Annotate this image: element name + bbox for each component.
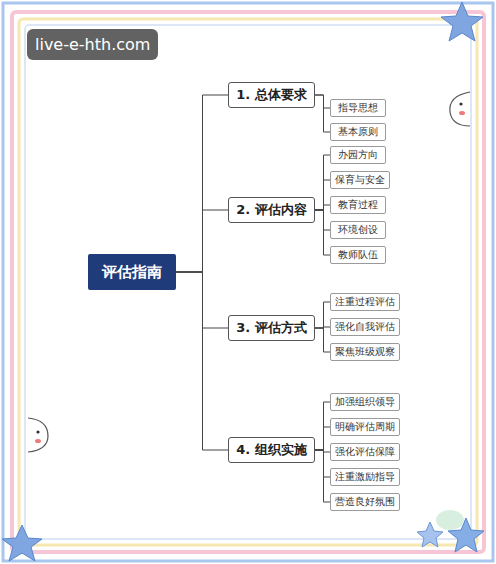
node-text: 强化自我评估: [335, 320, 395, 334]
item-box: 指导思想: [330, 99, 386, 117]
item-box: 环境创设: [330, 221, 386, 239]
item-box: 强化自我评估: [330, 318, 400, 336]
item-box: 办园方向: [330, 146, 386, 164]
connector: [176, 210, 228, 272]
item-box: 保育与安全: [330, 171, 390, 189]
connector: [315, 205, 330, 210]
node-text: 强化评估保障: [335, 445, 395, 459]
connector: [315, 302, 330, 328]
node-text: 注重激励指导: [335, 470, 395, 484]
connector: [315, 210, 330, 255]
category-box: 4. 组织实施: [228, 437, 315, 463]
connector: [315, 427, 330, 450]
pink-border: [12, 12, 484, 552]
connector: [315, 180, 330, 210]
cute-face: [450, 92, 470, 126]
node-text: 环境创设: [338, 223, 378, 237]
node-text: 教师队伍: [338, 248, 378, 262]
connector: [176, 95, 228, 272]
cute-face: [28, 418, 48, 452]
node-text: 1. 总体要求: [236, 86, 307, 104]
category-box: 3. 评估方式: [228, 315, 315, 341]
node-text: 2. 评估内容: [236, 201, 307, 219]
connector: [315, 450, 330, 477]
root-box: 评估指南: [88, 254, 176, 290]
node-text: 保育与安全: [335, 173, 385, 187]
item-box: 强化评估保障: [330, 443, 400, 461]
node-text: 聚焦班级观察: [335, 345, 395, 359]
yellow-border: [19, 19, 477, 545]
node-text: 指导思想: [338, 101, 378, 115]
node-text: 基本原则: [338, 125, 378, 139]
item-box: 明确评估周期: [330, 418, 400, 436]
node-text: 4. 组织实施: [236, 441, 307, 459]
outer-border: [3, 3, 493, 561]
connector: [315, 210, 330, 230]
watermark: live-e-hth.com: [27, 29, 158, 60]
node-text: 明确评估周期: [335, 420, 395, 434]
category-box: 2. 评估内容: [228, 197, 315, 223]
connector: [315, 155, 330, 210]
item-box: 聚焦班级观察: [330, 343, 400, 361]
connector: [315, 402, 330, 450]
connector: [315, 95, 330, 132]
node-text: 营造良好氛围: [335, 495, 395, 509]
node-text: 3. 评估方式: [236, 319, 307, 337]
node-text: 评估指南: [102, 263, 162, 282]
node-text: 加强组织领导: [335, 395, 395, 409]
connector: [315, 328, 330, 352]
item-box: 注重激励指导: [330, 468, 400, 486]
node-text: 办园方向: [338, 148, 378, 162]
item-box: 加强组织领导: [330, 393, 400, 411]
item-box: 注重过程评估: [330, 293, 400, 311]
item-box: 教育过程: [330, 196, 386, 214]
category-box: 1. 总体要求: [228, 82, 315, 108]
item-box: 基本原则: [330, 123, 386, 141]
connector: [176, 272, 228, 450]
star: [2, 525, 42, 561]
node-text: 教育过程: [338, 198, 378, 212]
star: [441, 2, 483, 41]
item-box: 教师队伍: [330, 246, 386, 264]
item-box: 营造良好氛围: [330, 493, 400, 511]
connector: [315, 450, 330, 502]
node-text: 注重过程评估: [335, 295, 395, 309]
connector: [315, 95, 330, 108]
inner-border: [25, 25, 471, 539]
leaf-deco: [436, 510, 464, 530]
